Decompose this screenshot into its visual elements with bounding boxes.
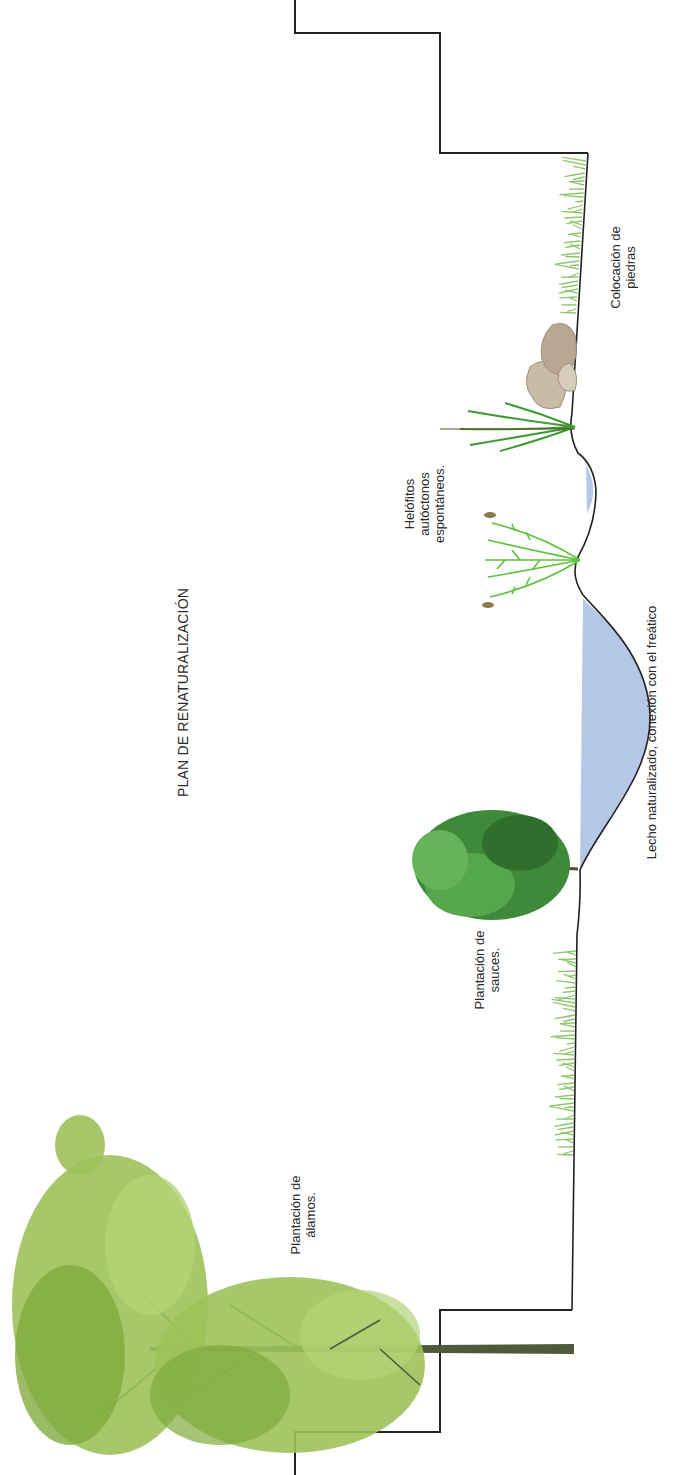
grass-blade [575, 200, 583, 202]
grass-blade [564, 196, 583, 197]
grass-blade [554, 1053, 575, 1055]
grass-blade [563, 1115, 573, 1119]
grass-blade [564, 974, 576, 979]
grass-blade [569, 180, 584, 182]
grass-blade [559, 296, 577, 298]
grass-blade [573, 209, 582, 212]
grass-blade [563, 1008, 575, 1011]
grass-blade [551, 1035, 575, 1037]
grass-blade [555, 1015, 575, 1019]
grass-blade [566, 1067, 574, 1071]
grass-blade [559, 1063, 574, 1066]
grass-blade [563, 991, 576, 992]
grass-blade [558, 958, 576, 960]
grass-blade [562, 304, 577, 305]
grass-blade [560, 312, 576, 314]
grass-blade [562, 157, 586, 161]
grass-blade [564, 216, 582, 218]
grass-blade [573, 177, 585, 180]
reed-plant [440, 403, 575, 451]
poplar-tree [12, 1115, 574, 1455]
grass-blade [565, 256, 580, 258]
grass-blade [558, 995, 575, 1000]
grass-blade [564, 241, 581, 243]
grass-blade [562, 211, 583, 213]
grass-blade [553, 951, 576, 953]
grass-blade [567, 952, 576, 955]
grass-blade [569, 182, 584, 185]
grass-blade [555, 1131, 574, 1135]
grass-blade [560, 1030, 575, 1031]
grass-blade [565, 173, 585, 177]
grass-blade [560, 1024, 575, 1027]
note-label: Colocación de piedras [608, 220, 638, 315]
grass-blade [569, 188, 584, 189]
grass-blade [568, 233, 581, 234]
grass-blade [557, 1083, 574, 1085]
grass-blade [563, 1019, 575, 1022]
grass-blade [568, 205, 583, 209]
grass-blade [559, 1098, 574, 1100]
grass-blade [573, 166, 585, 169]
grass-blade [565, 1106, 574, 1108]
willow-shrub [412, 810, 578, 920]
grass-blade [569, 975, 576, 976]
grass-blade [562, 285, 578, 288]
note-label: Plantación de sauces. [472, 920, 502, 1020]
note-label: Lecho naturalizado, conexión con el freá… [644, 605, 659, 860]
river-bed [571, 153, 650, 1310]
grass-blade [559, 1047, 574, 1051]
grass-blade [557, 1058, 575, 1060]
grass-blade [555, 1095, 574, 1097]
grass-blade [555, 261, 579, 264]
grass-blade [554, 1123, 573, 1126]
grass-blade [564, 1151, 573, 1154]
grass-blade [557, 1154, 573, 1156]
grass-blade [568, 273, 578, 277]
grass-blade [565, 987, 576, 988]
grass-blade [555, 1038, 574, 1039]
grass [550, 951, 576, 1155]
note-label: Helófitos autóctonos espontáneos. [402, 458, 447, 550]
grass-blade [559, 289, 578, 293]
grass [555, 157, 586, 313]
right-wall [295, 0, 588, 153]
grass-blade [552, 999, 576, 1003]
grass-blade [550, 1103, 574, 1106]
grass-blade [556, 1138, 574, 1140]
grass-blade [555, 264, 579, 269]
grass-blade [556, 981, 575, 983]
grass-blade [567, 1042, 575, 1044]
grass-blade [565, 1051, 574, 1054]
grass-blade [573, 225, 581, 229]
grass-blade [565, 245, 580, 248]
grass-blade [550, 1106, 574, 1111]
helophyte-plant [482, 512, 580, 608]
grass-blade [557, 1127, 573, 1130]
grass-blade [566, 221, 581, 224]
grass-blade [560, 1022, 575, 1024]
grass-blade [558, 970, 576, 972]
grass-blade [559, 193, 583, 195]
grass-blade [559, 281, 578, 284]
grass-blade [567, 309, 576, 312]
grass-blade [561, 253, 580, 255]
grass-blade [558, 1146, 573, 1147]
water [580, 599, 650, 870]
grass-blade [559, 1087, 574, 1090]
grass-blade [571, 234, 581, 237]
note-label: Plantación de álamos. [288, 1160, 318, 1270]
grass-blade [570, 264, 579, 266]
title: PLAN DE RENATURALIZACIÓN [176, 550, 191, 835]
grass-blade [564, 1076, 574, 1079]
grass-blade [561, 1075, 574, 1076]
stones [526, 323, 576, 408]
